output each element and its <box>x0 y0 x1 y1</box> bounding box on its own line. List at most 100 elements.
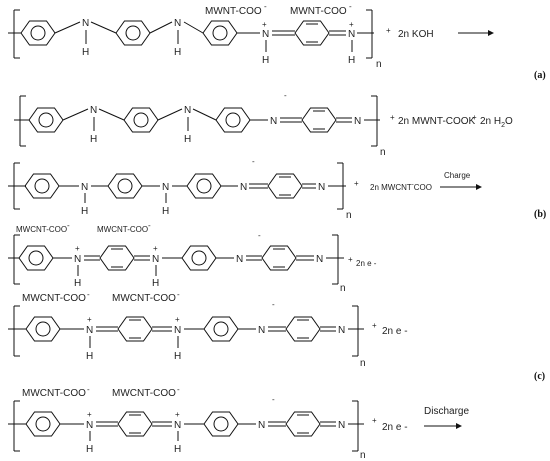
minus-charge: - <box>258 231 261 240</box>
quinoid-ring <box>261 245 297 271</box>
plus-charge: + <box>153 244 158 253</box>
plus-sign: + <box>354 179 359 188</box>
quinoid-ring <box>267 173 303 199</box>
nitrogen-label: N <box>82 18 89 29</box>
benzene-ring <box>25 316 61 342</box>
nitrogen-label: N <box>258 420 265 431</box>
mwnt-coo-label: MWNT-COO <box>205 6 262 17</box>
quinoid-ring <box>99 245 135 271</box>
nitrogen-label: N <box>338 325 345 336</box>
mwnt-cook-product: 2n MWNT-COOK <box>398 116 476 127</box>
mwcnt-coo-label: MWCNT-COO <box>22 293 86 304</box>
nitrogen-label: N <box>318 182 325 193</box>
water-product: 2n H2O <box>480 116 513 129</box>
nitrogen-label: N <box>86 325 93 336</box>
nitrogen-label: N <box>74 254 81 265</box>
mwcnt-coo-label: MWCNT-COO <box>16 225 67 234</box>
hydrogen-label: H <box>90 134 97 145</box>
benzene-ring <box>186 173 222 199</box>
hydrogen-label: H <box>74 278 81 289</box>
hydrogen-label: H <box>174 47 181 58</box>
repeat-n: n <box>346 210 352 221</box>
electrons-label: 2n e - <box>382 326 408 337</box>
mwcnt-coo-anion: 2n MWCNT-COO <box>370 182 432 192</box>
nitrogen-label: N <box>262 29 269 40</box>
nitrogen-label: N <box>316 254 323 265</box>
mwcnt-coo-label: MWCNT-COO <box>22 388 86 399</box>
benzene-ring <box>123 107 159 133</box>
quinoid-ring <box>294 20 330 46</box>
hydrogen-label: H <box>81 206 88 217</box>
benzene-ring <box>24 173 60 199</box>
benzene-ring <box>20 20 56 46</box>
minus-charge: - <box>87 290 90 299</box>
row-5-polymer: MWCNT-COO - N + H MWCNT-COO - N + H N - … <box>8 290 408 369</box>
hydrogen-label: H <box>348 55 355 66</box>
nitrogen-label: N <box>86 420 93 431</box>
quinoid-ring <box>117 316 153 342</box>
minus-charge: - <box>252 157 255 166</box>
minus-charge: - <box>148 221 151 230</box>
plus-charge: + <box>262 20 267 29</box>
panel-label-c: (c) <box>534 371 545 382</box>
repeat-n: n <box>376 59 382 70</box>
row-4-polymer: MWCNT-COO - N + H MWCNT-COO - N + H N - … <box>8 221 377 294</box>
nitrogen-label: N <box>338 420 345 431</box>
benzene-ring <box>18 245 54 271</box>
minus-charge: - <box>272 395 275 404</box>
minus-charge: - <box>87 385 90 394</box>
mwcnt-coo-label: MWCNT-COO <box>97 225 148 234</box>
plus-charge: + <box>87 410 92 419</box>
benzene-ring <box>181 245 217 271</box>
koh-reagent: 2n KOH <box>398 29 434 40</box>
quinoid-ring <box>117 411 153 437</box>
hydrogen-label: H <box>174 444 181 455</box>
benzene-ring <box>107 173 143 199</box>
benzene-ring <box>115 20 151 46</box>
hydrogen-label: H <box>82 47 89 58</box>
plus-sign: + <box>386 26 391 35</box>
plus-sign: + <box>348 255 353 264</box>
plus-charge: + <box>87 315 92 324</box>
row-3-polymer: N H N H N - N n + 2n MWCNT-COO Charge <box>8 157 482 221</box>
benzene-ring <box>25 411 61 437</box>
discharge-arrow-label: Discharge <box>424 406 469 417</box>
plus-charge: + <box>175 410 180 419</box>
nitrogen-label: N <box>240 182 247 193</box>
minus-charge: - <box>349 2 352 11</box>
nitrogen-label: N <box>81 182 88 193</box>
mwcnt-coo-label: MWCNT-COO <box>112 388 176 399</box>
plus-sign: + <box>372 416 377 425</box>
plus-sign: + <box>472 113 477 122</box>
minus-charge: - <box>67 221 70 230</box>
hydrogen-label: H <box>152 278 159 289</box>
electrons-label: 2n e - <box>356 259 377 268</box>
plus-charge: + <box>75 244 80 253</box>
benzene-ring <box>203 411 239 437</box>
nitrogen-label: N <box>270 116 277 127</box>
repeat-n: n <box>340 283 346 294</box>
nitrogen-label: N <box>90 105 97 116</box>
minus-charge: - <box>177 290 180 299</box>
plus-charge: + <box>349 20 354 29</box>
benzene-ring <box>28 107 64 133</box>
minus-charge: - <box>272 300 275 309</box>
nitrogen-label: N <box>174 420 181 431</box>
hydrogen-label: H <box>262 55 269 66</box>
nitrogen-label: N <box>348 29 355 40</box>
repeat-n: n <box>360 358 366 369</box>
hydrogen-label: H <box>162 206 169 217</box>
mwnt-coo-label: MWNT-COO <box>290 6 347 17</box>
quinoid-ring <box>285 316 321 342</box>
minus-charge: - <box>284 91 287 100</box>
minus-charge: - <box>264 2 267 11</box>
quinoid-ring <box>285 411 321 437</box>
nitrogen-label: N <box>152 254 159 265</box>
quinoid-ring <box>301 107 337 133</box>
row-1-polymer: N H N H MWNT-COO - N + H MWNT-COO - N + … <box>8 2 494 70</box>
nitrogen-label: N <box>174 325 181 336</box>
nitrogen-label: N <box>162 182 169 193</box>
benzene-ring <box>203 316 239 342</box>
mwcnt-coo-label: MWCNT-COO <box>112 293 176 304</box>
